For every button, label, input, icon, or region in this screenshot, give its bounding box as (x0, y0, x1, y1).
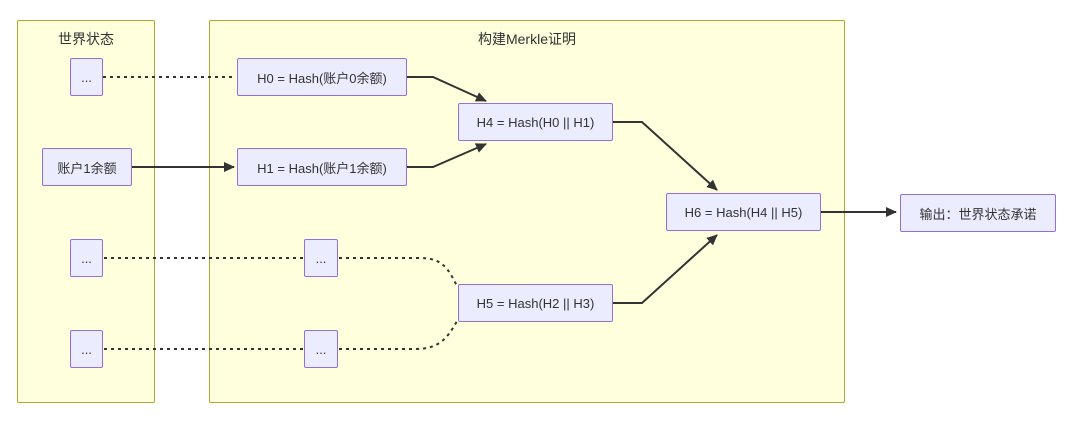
node-world-state-mid-dots: ... (70, 239, 103, 277)
cluster-world-state-title: 世界状态 (58, 31, 114, 47)
node-h0: H0 = Hash(账户0余额) (237, 58, 407, 96)
node-h6: H6 = Hash(H4 || H5) (666, 193, 821, 231)
node-h5: H5 = Hash(H2 || H3) (458, 284, 613, 322)
cluster-merkle-proof-title: 构建Merkle证明 (477, 31, 576, 47)
node-account1-balance: 账户1余额 (42, 148, 132, 186)
node-proof-mid-dots: ... (304, 239, 338, 277)
node-output-commitment: 输出：世界状态承诺 (900, 194, 1056, 232)
node-h1: H1 = Hash(账户1余额) (237, 148, 407, 186)
node-world-state-bottom-dots: ... (70, 330, 103, 368)
node-world-state-top-dots: ... (70, 58, 103, 96)
node-proof-bottom-dots: ... (304, 330, 338, 368)
node-h4: H4 = Hash(H0 || H1) (458, 103, 613, 141)
